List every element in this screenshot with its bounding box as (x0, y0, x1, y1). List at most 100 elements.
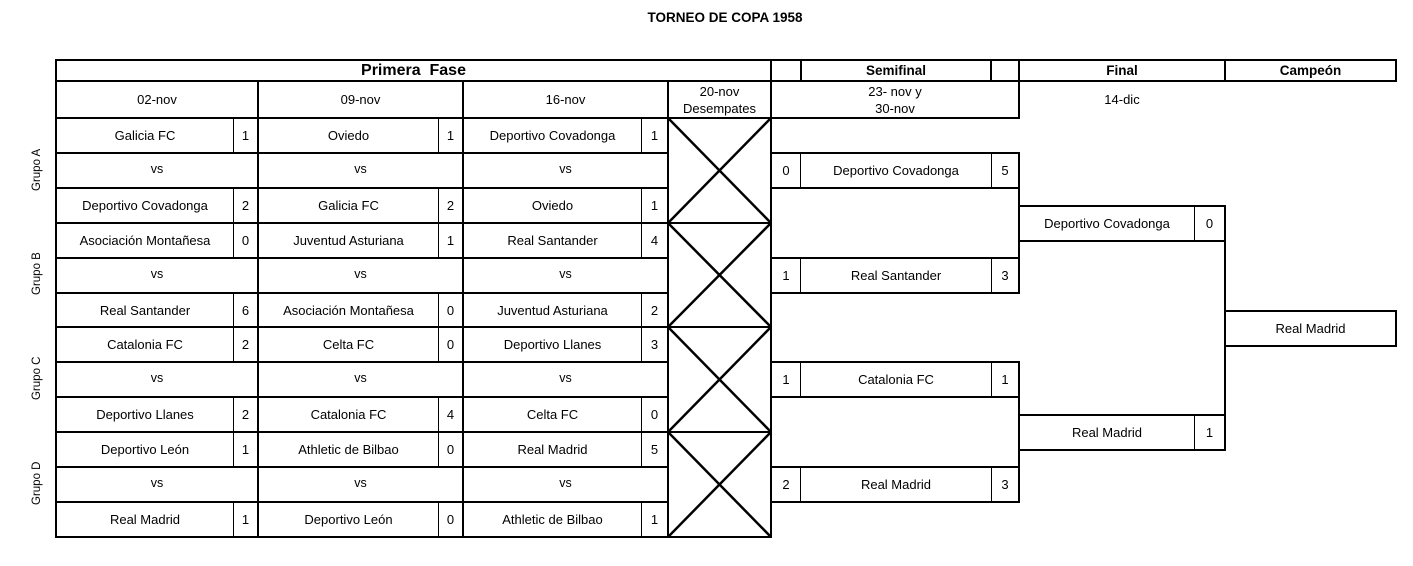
team-name-cell: Deportivo Llanes (96, 407, 194, 422)
semifinal-score-left-cell: 0 (772, 154, 801, 187)
match-row: Galicia FC 1 (55, 117, 259, 154)
match-row: Real Santander 6 (55, 292, 259, 329)
desempate-cell-d (667, 431, 772, 538)
header-final: Final (1018, 59, 1226, 82)
desempate-cell-c (667, 326, 772, 433)
team-score-cell: 2 (438, 189, 462, 222)
date-desempates-line1: 20-nov (699, 83, 740, 99)
team-name-cell: Real Madrid (517, 442, 588, 457)
group-label-a: Grupo A (31, 148, 43, 191)
date-desempates: 20-nov Desempates (667, 80, 772, 119)
date-jornada3: 16-nov (462, 80, 669, 119)
match-row: Deportivo Llanes 3 (462, 326, 669, 363)
desempate-cell-b (667, 222, 772, 328)
semifinal-match-row: 2 Real Madrid 3 (770, 466, 1020, 503)
team-score-cell: 1 (641, 189, 667, 222)
semifinal-score-right-cell: 1 (991, 363, 1018, 396)
header-primera-fase: Primera Fase (55, 59, 772, 82)
match-row: Asociación Montañesa 0 (257, 292, 464, 329)
vs-cell: vs (150, 267, 164, 281)
team-score-cell: 4 (438, 398, 462, 431)
team-name-cell: Galicia FC (114, 128, 176, 143)
semifinal-match-row: 1 Catalonia FC 1 (770, 361, 1020, 398)
team-score-cell: 2 (233, 328, 257, 361)
match-row: Real Santander 4 (462, 222, 669, 259)
match-row: Deportivo León 0 (257, 501, 464, 538)
date-final: 14-dic (1104, 92, 1140, 107)
match-row: Galicia FC 2 (257, 187, 464, 224)
team-name-cell: Juventud Asturiana (293, 233, 404, 248)
team-name-cell: Asociación Montañesa (79, 233, 211, 248)
vs-cell: vs (559, 267, 572, 281)
header-campeon: Campeón (1224, 59, 1397, 82)
match-row: Real Madrid 5 (462, 431, 669, 468)
team-score-cell: 2 (233, 398, 257, 431)
team-score-cell: 0 (233, 224, 257, 257)
team-name-cell: Catalonia FC (310, 407, 387, 422)
team-score-cell: 0 (641, 398, 667, 431)
semifinal-team-cell: Real Santander (850, 268, 942, 283)
semifinal-team-cell: Deportivo Covadonga (833, 163, 959, 178)
team-score-cell: 1 (233, 433, 257, 466)
team-name-cell: Catalonia FC (107, 337, 183, 352)
team-name-cell: Real Madrid (109, 512, 181, 527)
vs-cell: vs (150, 162, 164, 176)
team-score-cell: 1 (641, 503, 667, 536)
match-row: Athletic de Bilbao 1 (462, 501, 669, 538)
vs-cell: vs (354, 371, 367, 385)
final-score-cell: 1 (1194, 416, 1224, 449)
match-row: Catalonia FC 2 (55, 326, 259, 363)
team-score-cell: 0 (438, 433, 462, 466)
team-score-cell: 2 (641, 294, 667, 327)
match-row: Celta FC 0 (462, 396, 669, 433)
team-score-cell: 1 (233, 119, 257, 152)
team-name-cell: Oviedo (531, 198, 574, 213)
bracket-connector (770, 187, 1020, 259)
final-team-cell: Deportivo Covadonga (1044, 216, 1170, 231)
semifinal-match-row: 0 Deportivo Covadonga 5 (770, 152, 1020, 189)
team-name-cell: Juventud Asturiana (497, 303, 608, 318)
match-row: Oviedo 1 (462, 187, 669, 224)
date-jornada2: 09-nov (257, 80, 464, 119)
team-score-cell: 2 (233, 189, 257, 222)
team-name-cell: Deportivo Covadonga (82, 198, 208, 213)
date-desempates-line2: Desempates (683, 100, 756, 116)
semifinal-team-cell: Catalonia FC (858, 372, 934, 387)
match-row: Deportivo Llanes 2 (55, 396, 259, 433)
match-row: Juventud Asturiana 1 (257, 222, 464, 259)
team-score-cell: 3 (641, 328, 667, 361)
semifinal-score-left-cell: 2 (772, 468, 801, 501)
team-name-cell: Real Santander (507, 233, 598, 248)
semifinal-score-left-cell: 1 (772, 363, 801, 396)
vs-cell: vs (354, 267, 367, 281)
vs-cell: vs (559, 476, 572, 490)
vs-cell: vs (150, 371, 164, 385)
header-spacer-right (990, 59, 1020, 82)
team-name-cell: Athletic de Bilbao (502, 512, 603, 527)
team-score-cell: 0 (438, 294, 462, 327)
final-team-cell: Real Madrid (1071, 425, 1143, 440)
team-name-cell: Celta FC (322, 337, 375, 352)
group-label-d: Grupo D (31, 461, 43, 506)
semifinal-match-row: 1 Real Santander 3 (770, 257, 1020, 294)
champion-box: Real Madrid (1224, 310, 1397, 347)
semifinal-score-left-cell: 1 (772, 259, 801, 292)
team-name-cell: Galicia FC (318, 198, 379, 213)
desempate-cell-a (667, 117, 772, 224)
team-name-cell: Asociación Montañesa (283, 303, 414, 318)
date-semifinal-line1: 23- nov y (868, 83, 922, 99)
match-row: Celta FC 0 (257, 326, 464, 363)
tournament-title: TORNEO DE COPA 1958 (647, 10, 803, 25)
match-row: Catalonia FC 4 (257, 396, 464, 433)
match-row: Athletic de Bilbao 0 (257, 431, 464, 468)
group-label-b: Grupo B (31, 252, 43, 296)
team-name-cell: Deportivo León (100, 442, 190, 457)
match-row: Asociación Montañesa 0 (55, 222, 259, 259)
final-match-row: Deportivo Covadonga 0 (1018, 205, 1226, 242)
champion-team-cell: Real Madrid (1275, 321, 1346, 336)
final-match-row: Real Madrid 1 (1018, 414, 1226, 451)
team-name-cell: Deportivo León (304, 512, 393, 527)
team-score-cell: 0 (438, 328, 462, 361)
team-name-cell: Athletic de Bilbao (298, 442, 399, 457)
